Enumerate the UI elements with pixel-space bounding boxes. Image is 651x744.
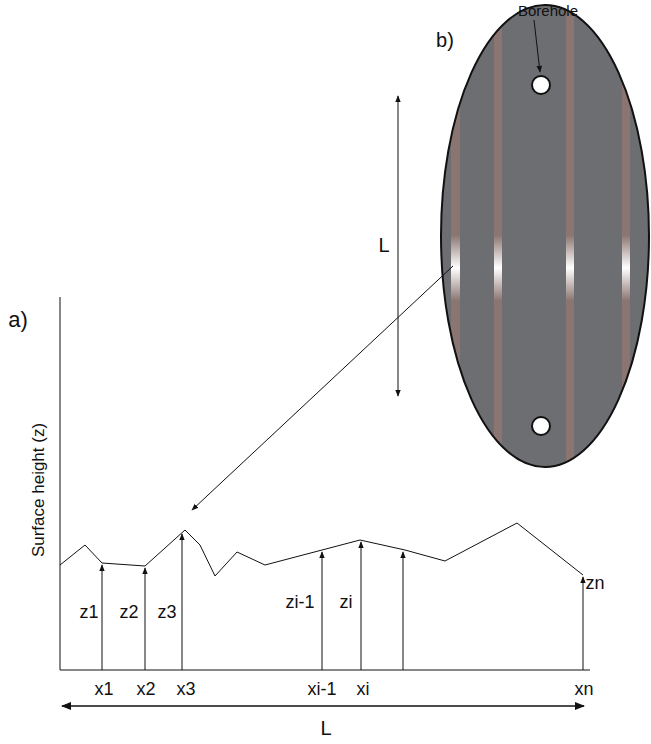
dimension: L	[320, 718, 331, 738]
variable: x1	[94, 680, 113, 698]
variable: x2	[136, 680, 155, 698]
variable: z1	[79, 603, 98, 621]
variable: zi-1	[285, 593, 314, 611]
axis-title: Surface height (z)	[30, 423, 47, 557]
panel-letter: b)	[436, 30, 454, 50]
core-face	[441, 5, 649, 467]
variable: xi-1	[307, 680, 336, 698]
variable: zn	[585, 574, 604, 592]
variable: xi	[357, 680, 370, 698]
variable: z3	[157, 603, 176, 621]
dimension: L	[378, 235, 389, 255]
borehole	[532, 417, 550, 435]
variable: zi	[340, 593, 353, 611]
variable: x3	[176, 680, 195, 698]
borehole	[532, 76, 550, 94]
panel-letter: a)	[8, 309, 28, 331]
variable: xn	[574, 680, 593, 698]
part-name: Borehole	[518, 3, 578, 18]
bands	[451, 0, 630, 470]
variable: z2	[119, 603, 138, 621]
